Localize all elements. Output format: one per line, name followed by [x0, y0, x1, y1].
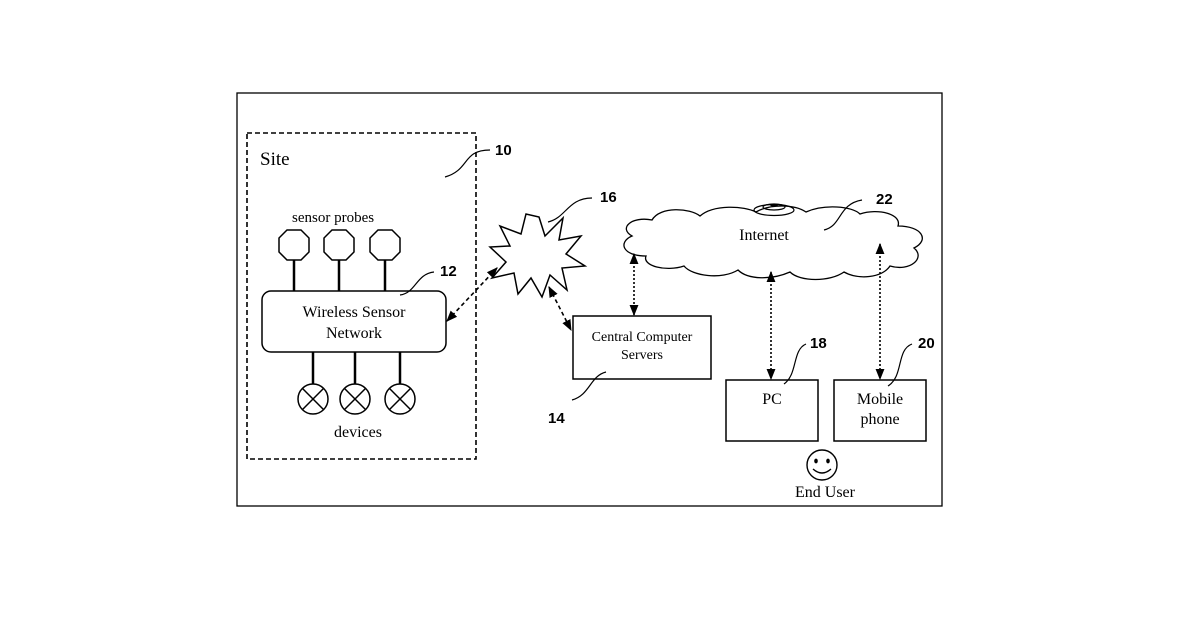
- pc-label: PC: [762, 391, 782, 408]
- pc-ref-number: 18: [810, 335, 827, 352]
- mobile-ref-number: 20: [918, 335, 935, 352]
- site-ref-number: 10: [495, 142, 512, 159]
- pc-ref-leader: [784, 344, 806, 384]
- wireless-sensor-network-box: [262, 291, 446, 352]
- device-1: [298, 352, 328, 414]
- sensor-probe-2: [324, 230, 354, 291]
- sensor-probe-3: [370, 230, 400, 291]
- mobile-label-line1: Mobile: [857, 391, 903, 408]
- sensor-probes-label: sensor probes: [292, 210, 374, 226]
- wireless-link-starburst: [490, 214, 585, 297]
- wsn-label-line1: Wireless Sensor: [303, 304, 407, 321]
- wireless-ref-number: 16: [600, 189, 617, 206]
- servers-ref-number: 14: [548, 410, 565, 427]
- site-label: Site: [260, 149, 290, 170]
- wireless-to-servers-arrow: [549, 287, 571, 330]
- device-3: [385, 352, 415, 414]
- servers-label-line1: Central Computer: [592, 330, 693, 345]
- end-user-smiley-icon: [807, 450, 837, 480]
- device-2: [340, 352, 370, 414]
- wsn-ref-number: 12: [440, 263, 457, 280]
- pc-box: [726, 380, 818, 441]
- sensor-probe-1: [279, 230, 309, 291]
- end-user-label: End User: [795, 484, 856, 501]
- servers-label-line2: Servers: [621, 348, 663, 363]
- wireless-ref-leader: [548, 198, 592, 222]
- wsn-label-line2: Network: [326, 325, 382, 342]
- internet-ref-number: 22: [876, 191, 893, 208]
- internet-label: Internet: [739, 227, 789, 244]
- devices-label: devices: [334, 424, 382, 441]
- site-ref-leader: [445, 150, 490, 177]
- mobile-label-line2: phone: [860, 411, 899, 428]
